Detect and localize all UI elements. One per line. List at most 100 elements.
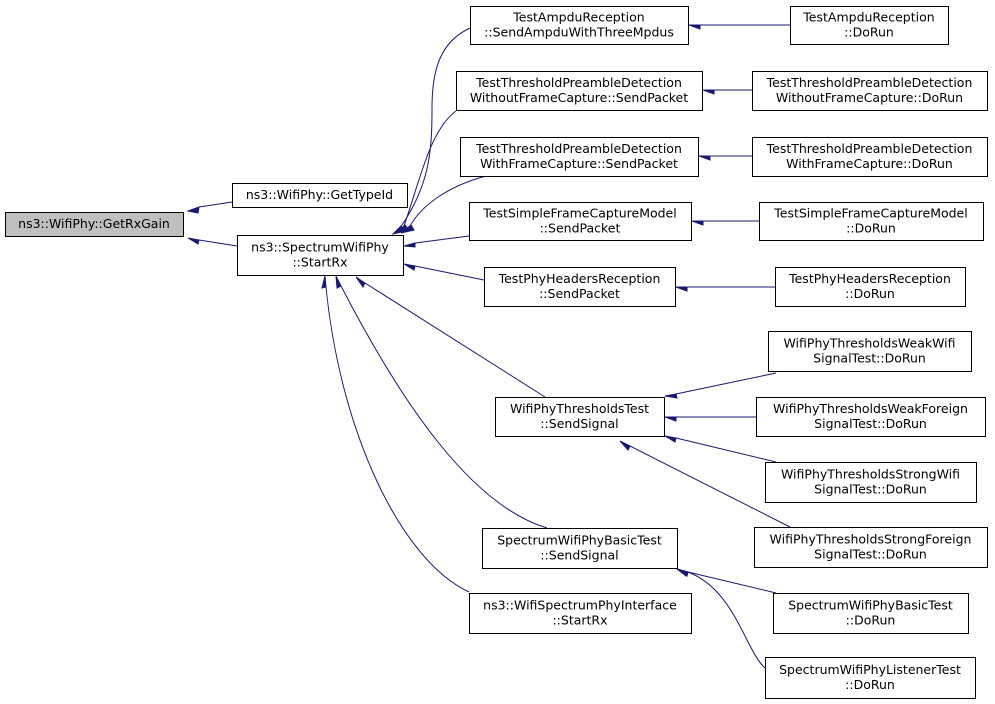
node-label: SpectrumWifiPhyListenerTest xyxy=(779,662,961,677)
node-label: ::SendPacket xyxy=(539,286,620,301)
arrowhead-icon xyxy=(676,568,689,577)
edge-wspi-startrx-to-startrx xyxy=(321,275,470,593)
edge-wpt-strongwifi-to-wpt-send xyxy=(664,435,777,463)
node-box[interactable] xyxy=(237,235,404,276)
edge-line xyxy=(399,27,471,229)
node-box[interactable] xyxy=(470,6,689,45)
edge-startrx-to-getrxgain xyxy=(187,237,238,247)
node-sfc-run[interactable]: TestSimpleFrameCaptureModel::DoRun xyxy=(759,202,984,241)
node-label: TestPhyHeadersReception xyxy=(788,271,951,286)
arrowhead-icon xyxy=(664,416,677,422)
node-startrx[interactable]: ns3::SpectrumWifiPhy::StartRx xyxy=(237,235,404,276)
node-box[interactable] xyxy=(232,183,408,208)
edge-phr-send-to-startrx xyxy=(403,263,485,281)
node-phr-send[interactable]: TestPhyHeadersReception::SendPacket xyxy=(484,267,676,307)
node-label: WithFrameCapture::SendPacket xyxy=(480,156,678,171)
node-ampdu-run[interactable]: TestAmpduReception::DoRun xyxy=(790,6,949,45)
node-wpt-send[interactable]: WifiPhyThresholdsTest::SendSignal xyxy=(495,397,665,437)
node-label: ns3::WifiSpectrumPhyInterface xyxy=(483,598,677,613)
node-box[interactable] xyxy=(469,202,692,241)
edge-ampdu-run-to-ampdu-send xyxy=(688,24,790,30)
node-label: WithoutFrameCapture::DoRun xyxy=(776,90,963,105)
node-label: TestThresholdPreambleDetection xyxy=(766,75,973,90)
node-swpb-run[interactable]: SpectrumWifiPhyBasicTest::DoRun xyxy=(773,593,969,634)
node-sfc-send[interactable]: TestSimpleFrameCaptureModel::SendPacket xyxy=(469,202,692,241)
node-box[interactable] xyxy=(469,593,692,634)
node-label: WifiPhyThresholdsWeakForeign xyxy=(773,401,968,416)
node-box[interactable] xyxy=(756,397,986,437)
edge-line xyxy=(198,239,238,247)
node-box[interactable] xyxy=(773,593,969,634)
edge-sfc-run-to-sfc-send xyxy=(691,220,759,226)
arrowhead-icon xyxy=(403,263,416,271)
arrowhead-icon xyxy=(186,206,200,214)
arrowhead-icon xyxy=(698,155,711,161)
node-label: TestPhyHeadersReception xyxy=(498,271,661,286)
edge-line xyxy=(414,265,485,281)
node-box[interactable] xyxy=(754,527,988,568)
node-tpd-wo-run[interactable]: TestThresholdPreambleDetectionWithoutFra… xyxy=(752,71,988,111)
node-box[interactable] xyxy=(790,6,949,45)
node-box[interactable] xyxy=(460,137,699,177)
edge-line xyxy=(364,282,546,398)
node-box[interactable] xyxy=(484,267,676,307)
node-box[interactable] xyxy=(765,657,976,699)
node-label: ::DoRun xyxy=(846,613,896,628)
edge-line xyxy=(629,445,791,528)
edge-line xyxy=(409,174,491,227)
node-label: WifiPhyThresholdsStrongWifi xyxy=(781,467,960,482)
node-box[interactable] xyxy=(768,331,972,372)
node-label: SpectrumWifiPhyBasicTest xyxy=(788,598,953,613)
node-label: ns3::WifiPhy::GetRxGain xyxy=(18,216,170,231)
arrowhead-icon xyxy=(688,24,701,30)
node-label: ::DoRun xyxy=(845,677,895,692)
node-label: WifiPhyThresholdsTest xyxy=(510,401,649,416)
edge-swpb-run-to-swpb-send xyxy=(676,568,777,594)
arrowhead-icon xyxy=(675,286,688,292)
node-label: WithoutFrameCapture::SendPacket xyxy=(470,90,688,105)
node-box[interactable] xyxy=(765,462,977,503)
node-label: ::SendAmpduWithThreeMpdus xyxy=(484,25,674,40)
node-label: TestThresholdPreambleDetection xyxy=(475,141,682,156)
node-ampdu-send[interactable]: TestAmpduReception::SendAmpduWithThreeMp… xyxy=(470,6,689,45)
node-wpt-weakforeign[interactable]: WifiPhyThresholdsWeakForeignSignalTest::… xyxy=(756,397,986,437)
node-box[interactable] xyxy=(752,137,988,177)
node-label: ns3::SpectrumWifiPhy xyxy=(251,240,389,255)
edge-layer xyxy=(186,24,791,669)
node-box[interactable] xyxy=(495,397,665,437)
node-wpt-strongwifi[interactable]: WifiPhyThresholdsStrongWifiSignalTest::D… xyxy=(765,462,977,503)
edge-line xyxy=(675,437,777,463)
node-box[interactable] xyxy=(752,71,988,111)
edge-phr-run-to-phr-send xyxy=(675,286,775,292)
node-phr-run[interactable]: TestPhyHeadersReception::DoRun xyxy=(775,267,966,307)
arrowhead-icon xyxy=(355,276,366,288)
node-label: TestAmpduReception xyxy=(802,10,934,25)
node-getrxgain[interactable]: ns3::WifiPhy::GetRxGain xyxy=(5,212,184,237)
node-wspi-startrx[interactable]: ns3::WifiSpectrumPhyInterface::StartRx xyxy=(469,593,692,634)
edge-swpb-send-to-startrx xyxy=(335,275,548,529)
node-label: SignalTest::DoRun xyxy=(814,416,927,431)
node-gettypeid[interactable]: ns3::WifiPhy::GetTypeId xyxy=(232,183,408,208)
node-box[interactable] xyxy=(759,202,984,241)
node-swpb-send[interactable]: SpectrumWifiPhyBasicTest::SendSignal xyxy=(482,528,678,569)
node-box[interactable] xyxy=(456,71,703,111)
node-tpd-w-send[interactable]: TestThresholdPreambleDetectionWithFrameC… xyxy=(460,137,699,177)
node-label: WifiPhyThresholdsWeakWifi xyxy=(783,336,955,351)
node-label: ::SendSignal xyxy=(540,548,618,563)
node-label: TestAmpduReception xyxy=(512,10,644,25)
node-label: ::DoRun xyxy=(846,221,896,236)
node-label: WithFrameCapture::DoRun xyxy=(786,156,953,171)
node-tpd-wo-send[interactable]: TestThresholdPreambleDetectionWithoutFra… xyxy=(456,71,703,111)
node-tpd-w-run[interactable]: TestThresholdPreambleDetectionWithFrameC… xyxy=(752,137,988,177)
node-label: ::StartRx xyxy=(552,613,607,628)
node-box[interactable] xyxy=(5,212,184,237)
edge-wpt-weakforeign-to-wpt-send xyxy=(664,416,756,422)
node-swpl-run[interactable]: SpectrumWifiPhyListenerTest::DoRun xyxy=(765,657,976,699)
node-wpt-weakwifi[interactable]: WifiPhyThresholdsWeakWifiSignalTest::DoR… xyxy=(768,331,972,372)
node-box[interactable] xyxy=(482,528,678,569)
node-wpt-strongforeign[interactable]: WifiPhyThresholdsStrongForeignSignalTest… xyxy=(754,527,988,568)
node-box[interactable] xyxy=(775,267,966,307)
edge-sfc-send-to-startrx xyxy=(403,235,470,248)
edge-line xyxy=(325,286,470,593)
